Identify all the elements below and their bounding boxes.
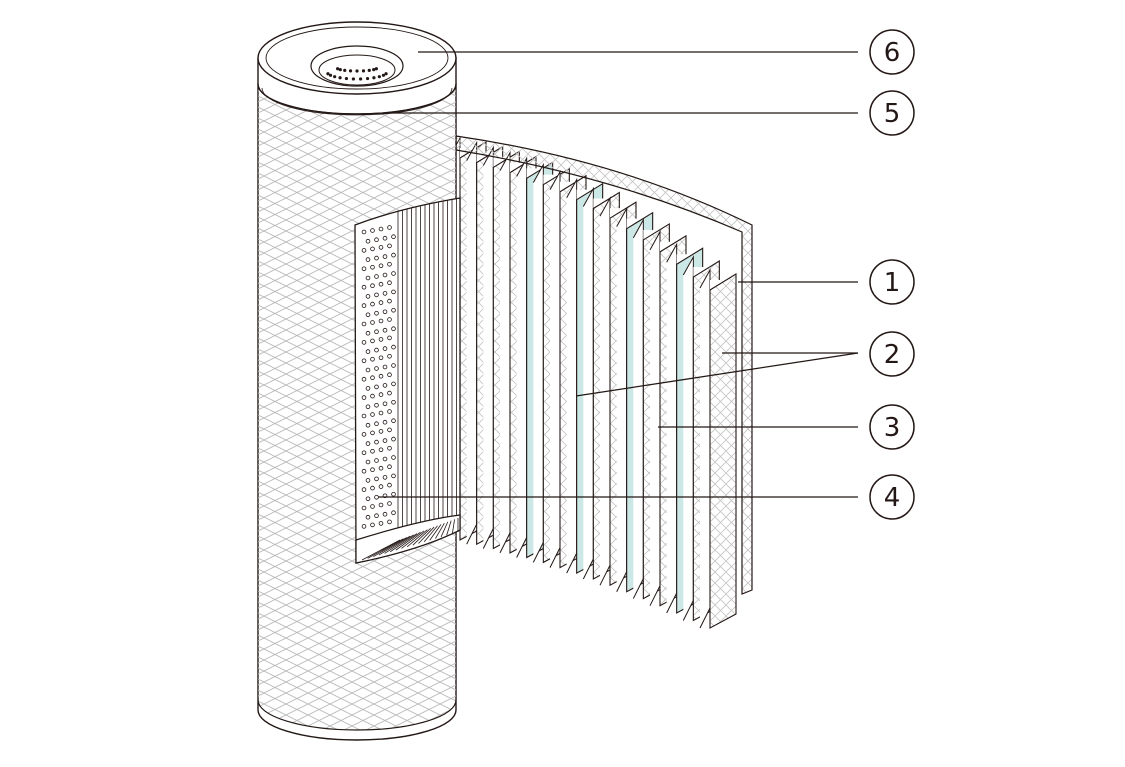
svg-text:4: 4 — [884, 483, 901, 513]
svg-text:6: 6 — [884, 38, 901, 68]
cap-perforations — [326, 67, 388, 81]
callout-3: 3 — [658, 404, 915, 450]
outer-mesh-layer — [455, 135, 753, 595]
svg-text:1: 1 — [884, 268, 901, 298]
callout-1: 1 — [738, 259, 915, 305]
pleat-stack — [449, 136, 737, 629]
svg-text:3: 3 — [884, 413, 901, 443]
end-cap — [257, 21, 457, 116]
cutaway-window — [354, 197, 461, 564]
callout-6: 6 — [418, 29, 915, 75]
callout-5: 5 — [386, 90, 915, 136]
callout-group: 6 5 1 2 3 4 — [378, 29, 915, 520]
svg-text:2: 2 — [884, 340, 901, 370]
callout-2: 2 — [575, 331, 915, 397]
perforated-inner-core — [361, 225, 396, 529]
pleat-mesh-panel — [699, 268, 737, 629]
callout-4: 4 — [378, 474, 915, 520]
cartridge-body — [257, 83, 461, 741]
svg-text:5: 5 — [884, 99, 901, 129]
